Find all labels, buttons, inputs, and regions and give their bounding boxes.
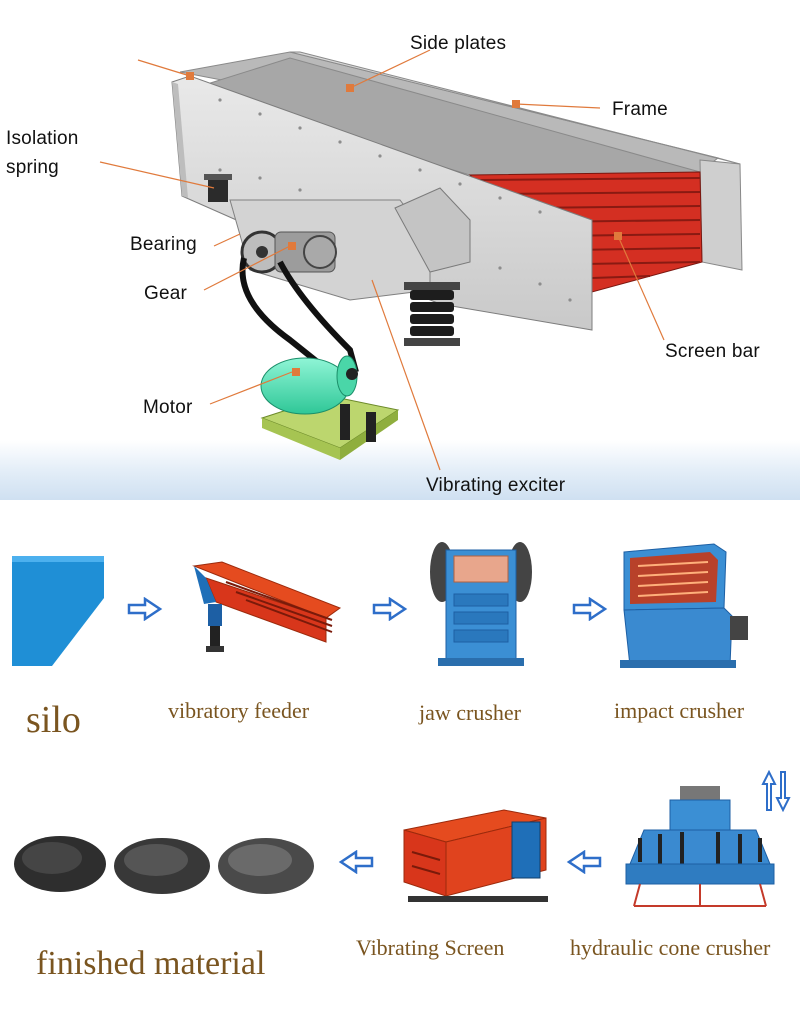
label-vibratory-feeder: vibratory feeder — [168, 698, 310, 723]
label-vibrating-screen: Vibrating Screen — [356, 935, 505, 960]
gear-assembly — [240, 230, 337, 274]
material-pile-2 — [114, 838, 210, 894]
vibrating-screen-image — [403, 809, 548, 902]
label-impact-crusher: impact crusher — [614, 698, 745, 723]
callout-bearing: Bearing — [130, 234, 197, 255]
callout-lines — [99, 49, 665, 471]
motor — [260, 355, 400, 460]
finished-material-image — [14, 836, 314, 894]
arrow-left-icon — [338, 850, 374, 874]
label-silo: silo — [26, 699, 81, 741]
label-jaw-crusher: jaw crusher — [419, 700, 522, 725]
callout-markers — [186, 72, 622, 376]
label-hydraulic-cone-crusher: hydraulic cone crusher — [570, 935, 771, 960]
vibratory-feeder-image — [192, 561, 342, 652]
callout-motor: Motor — [143, 397, 193, 418]
isolation-springs — [204, 174, 460, 346]
arrow-up-down-icon — [761, 770, 791, 812]
jaw-crusher-image — [430, 542, 532, 666]
callout-isolation-spring-line2: spring — [6, 157, 59, 178]
material-pile-3 — [218, 838, 314, 894]
material-pile-1 — [14, 836, 106, 892]
drive-belt — [239, 257, 359, 375]
arrow-right-icon — [127, 597, 163, 621]
arrow-right-icon — [372, 597, 408, 621]
impact-crusher-image — [620, 543, 748, 668]
callout-side-plates: Side plates — [410, 33, 507, 54]
arrow-right-icon — [572, 597, 608, 621]
silo-image — [12, 556, 104, 666]
callout-vibrating-exciter: Vibrating exciter — [426, 475, 566, 496]
callout-isolation-spring-line1: Isolation — [6, 128, 79, 149]
label-finished-material: finished material — [36, 945, 266, 982]
callout-screen-bar: Screen bar — [665, 341, 760, 362]
feeder-illustration — [99, 49, 743, 471]
callout-gear: Gear — [144, 283, 188, 304]
callout-frame: Frame — [612, 99, 668, 120]
arrow-left-icon — [566, 850, 602, 874]
hydraulic-cone-crusher-image — [625, 786, 775, 907]
feeder-body — [171, 51, 743, 331]
feeder-diagram: Side plates Frame Isolation spring Beari… — [0, 0, 800, 500]
